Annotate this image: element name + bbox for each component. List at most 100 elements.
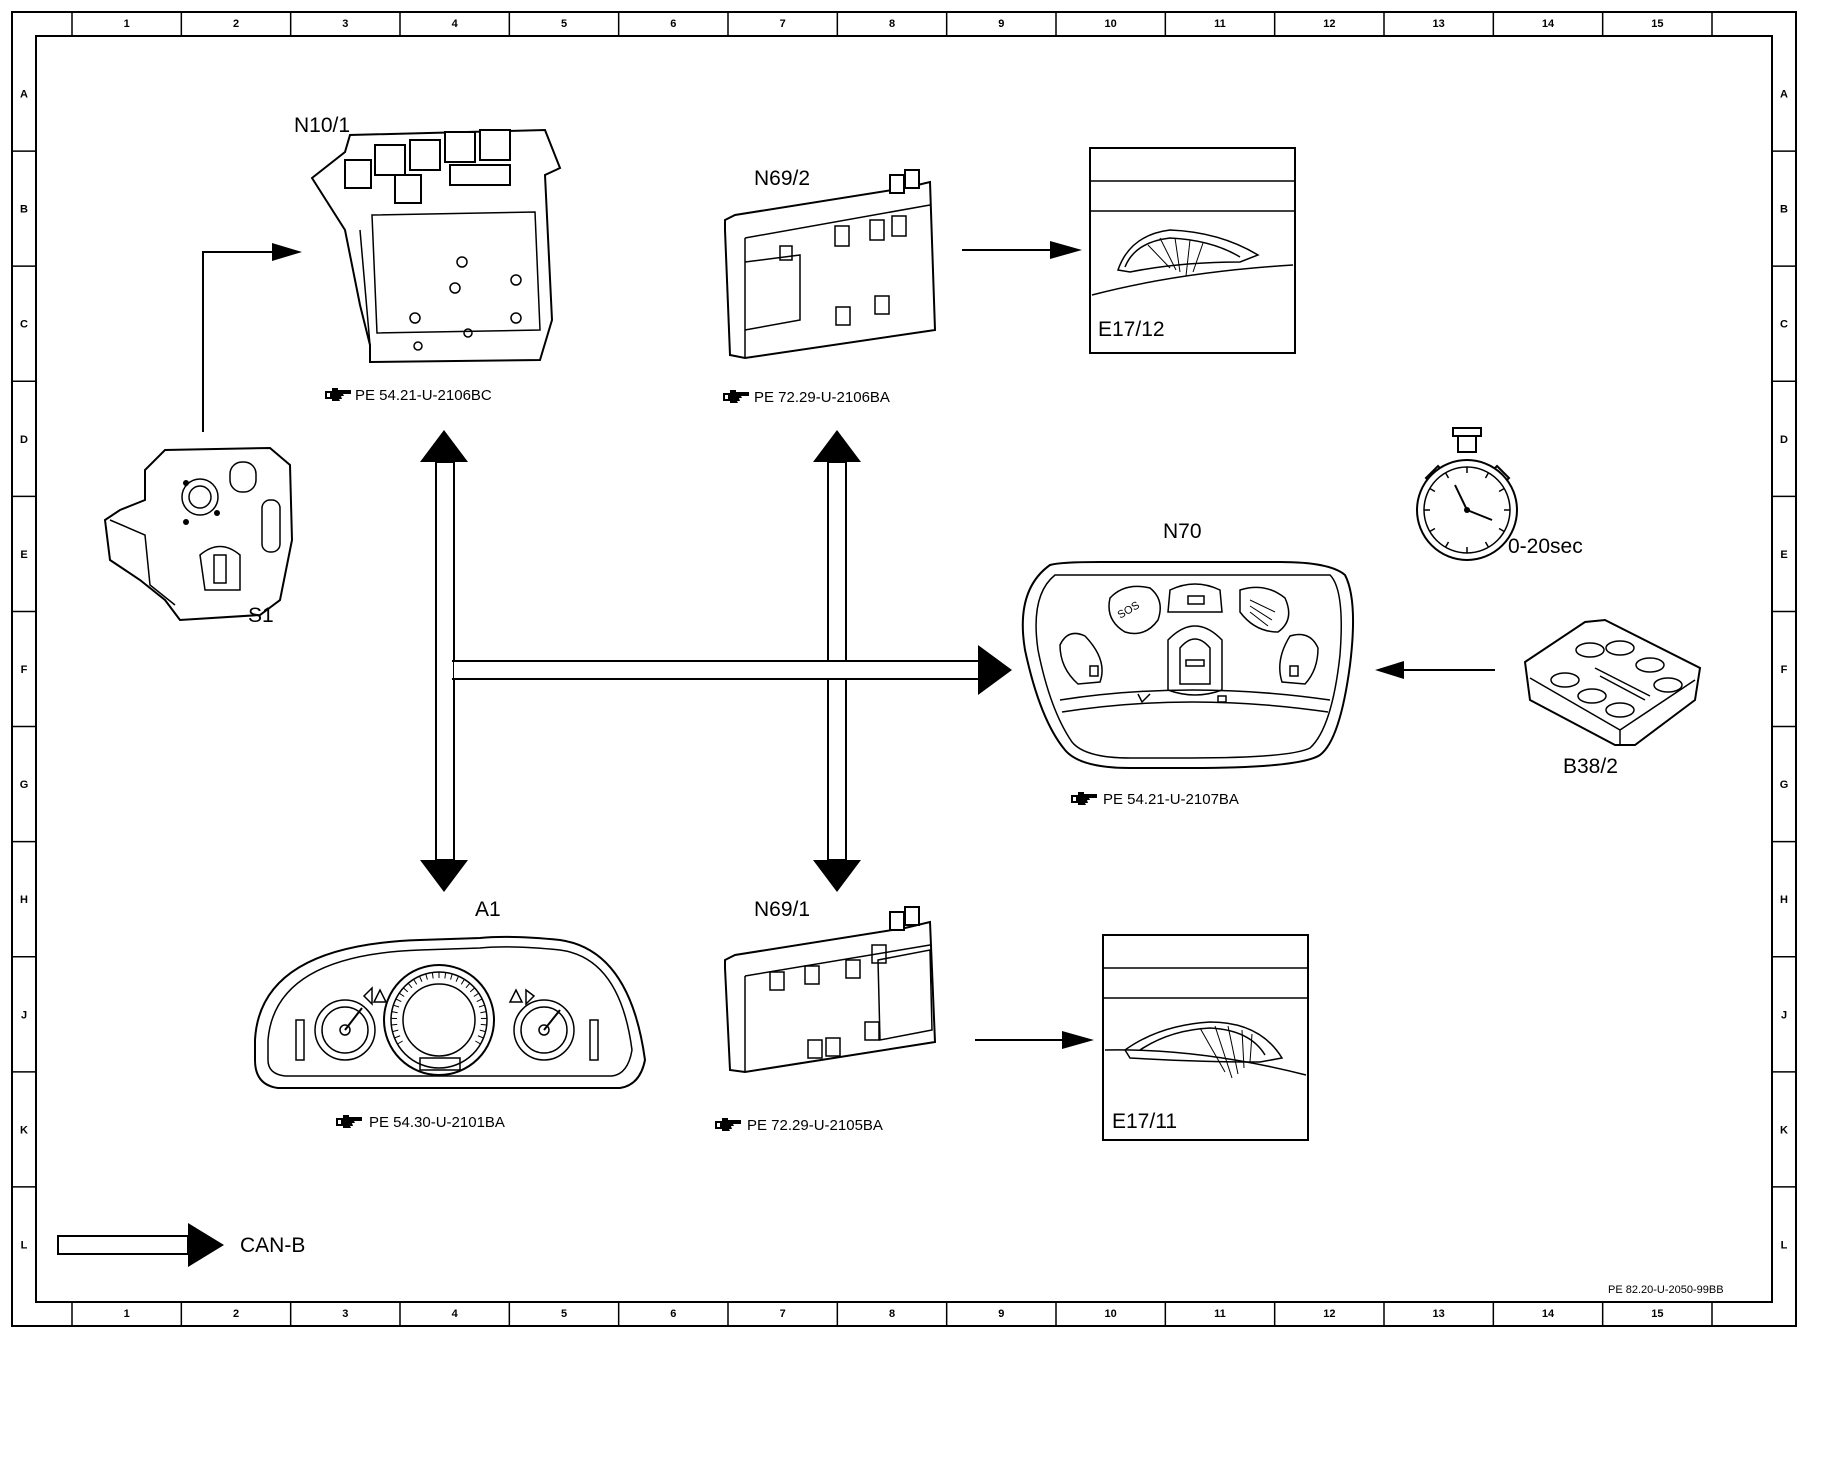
- grid-label: 3: [342, 1308, 348, 1320]
- grid-label: B: [1780, 204, 1788, 216]
- speedometer-tick: [402, 987, 409, 993]
- pointing-hand-icon: [325, 388, 351, 401]
- grid-label: 4: [452, 1308, 459, 1320]
- speedometer-tick: [391, 1011, 398, 1014]
- speedometer-tick: [480, 1011, 487, 1014]
- grid-label: C: [1780, 319, 1788, 331]
- speedometer-tick: [475, 1040, 481, 1045]
- speedometer-tick: [479, 1029, 486, 1033]
- n70-overhead-control-panel: N70 SOS: [1021, 520, 1355, 769]
- grid-label: F: [1781, 664, 1788, 676]
- stopwatch-tick: [1444, 472, 1450, 479]
- grid-label: 5: [561, 1308, 567, 1320]
- grid-ticks: [12, 12, 1796, 1326]
- grid-label: B: [20, 204, 28, 216]
- grid-label: F: [21, 664, 28, 676]
- grid-label: 6: [670, 18, 676, 30]
- grid-label: C: [20, 319, 28, 331]
- pointing-hand-icon: [1071, 792, 1097, 805]
- pointing-hand-icon: [715, 1118, 741, 1131]
- grid-label: 10: [1105, 1308, 1117, 1320]
- a1-ref: PE 54.30-U-2101BA: [369, 1114, 505, 1131]
- stopwatch-tick: [1429, 527, 1436, 533]
- speedometer-tick: [477, 1035, 484, 1039]
- n70-label: N70: [1163, 520, 1202, 543]
- grid-label: 6: [670, 1308, 676, 1320]
- grid-label: L: [1781, 1239, 1788, 1251]
- e17-11-label: E17/11: [1112, 1110, 1177, 1133]
- grid-label: D: [1780, 434, 1788, 446]
- n69-1-label: N69/1: [754, 898, 810, 921]
- speedometer-tick: [393, 1004, 400, 1008]
- dome-light-icon: [1123, 1021, 1284, 1079]
- speedometer-tick: [469, 987, 476, 993]
- stopwatch-tick: [1484, 472, 1490, 479]
- grid-label: H: [1780, 894, 1788, 906]
- grid-label: 8: [889, 1308, 895, 1320]
- grid-label: 11: [1214, 1308, 1226, 1320]
- e17-12-footwell-lamp-panel: E17/12: [1089, 147, 1296, 354]
- grid-label: L: [21, 1239, 28, 1251]
- grid-label: A: [1780, 89, 1788, 101]
- legend-can-b: CAN-B: [57, 1223, 305, 1267]
- grid-label: 14: [1542, 18, 1555, 30]
- speedometer-tick: [460, 979, 465, 985]
- arrow-n69-1-to-e17-11: [975, 1031, 1094, 1049]
- speedometer-tick: [465, 982, 471, 989]
- grid-label: 7: [780, 1308, 786, 1320]
- speedometer-tick: [395, 998, 402, 1003]
- s1-label: S1: [248, 604, 274, 627]
- grid-label: J: [1781, 1009, 1787, 1021]
- e17-11-footwell-lamp-panel: E17/11: [1102, 934, 1309, 1141]
- grid-label: K: [1780, 1124, 1788, 1136]
- speedometer-tick: [450, 973, 453, 980]
- stopwatch-tick: [1429, 487, 1436, 493]
- speedometer-tick: [478, 1004, 485, 1008]
- speedometer-tick: [398, 992, 405, 997]
- grid-label: 15: [1651, 18, 1663, 30]
- dome-light-icon: [1117, 229, 1260, 277]
- b38-2-rain-light-sensor: [1523, 618, 1702, 746]
- s1-light-switch: [103, 446, 294, 622]
- n10-1-label: N10/1: [294, 114, 350, 137]
- grid-label: K: [20, 1124, 28, 1136]
- pointing-hand-icon: [336, 1115, 362, 1128]
- grid-label: E: [1780, 549, 1787, 561]
- stopwatch-icon: [1416, 427, 1518, 561]
- n69-1-ref: PE 72.29-U-2105BA: [747, 1117, 883, 1134]
- stopwatch-tick: [1498, 527, 1505, 533]
- grid-label: D: [20, 434, 28, 446]
- speedometer-tick: [476, 998, 483, 1003]
- grid-label: 9: [998, 1308, 1004, 1320]
- arrow-n69-2-to-e17-12: [962, 241, 1082, 259]
- grid-label: 1: [124, 1308, 130, 1320]
- stopwatch-tick: [1498, 487, 1505, 493]
- grid-label: E: [20, 549, 27, 561]
- speedometer-tick: [397, 1040, 403, 1045]
- grid-label: H: [20, 894, 28, 906]
- grid-label: 11: [1214, 18, 1226, 30]
- speedometer-tick: [392, 1029, 399, 1033]
- grid-label: 12: [1323, 18, 1335, 30]
- grid-label: 9: [998, 18, 1004, 30]
- stopwatch-tick: [1484, 541, 1490, 548]
- speedometer-tick: [425, 973, 428, 980]
- speedometer-ticks: [391, 972, 487, 1045]
- arrow-s1-to-n10-1: [202, 243, 302, 432]
- speedometer-tick: [480, 1023, 487, 1026]
- grid-label: 12: [1323, 1308, 1335, 1320]
- grid-label: 7: [780, 18, 786, 30]
- n69-1-door-control-unit: N69/1: [724, 898, 937, 1074]
- grid-label: 15: [1651, 1308, 1663, 1320]
- n70-ref: PE 54.21-U-2107BA: [1103, 791, 1239, 808]
- n69-2-door-control-unit: N69/2: [724, 167, 937, 360]
- speedometer-tick: [391, 1023, 398, 1026]
- legend-can-b-label: CAN-B: [240, 1234, 305, 1257]
- speedometer-tick: [473, 992, 480, 997]
- can-b-bus: [420, 430, 1012, 892]
- grid-label: G: [20, 779, 29, 791]
- grid-label: 2: [233, 1308, 239, 1320]
- a1-instrument-cluster: A1: [254, 898, 647, 1089]
- speedometer-tick: [413, 979, 418, 985]
- document-reference: PE 82.20-U-2050-99BB: [1608, 1284, 1724, 1296]
